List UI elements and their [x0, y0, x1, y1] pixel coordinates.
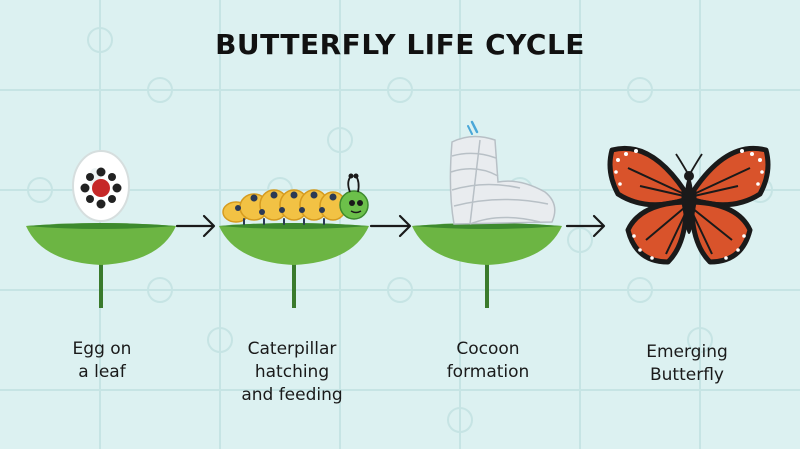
leaf-caterpillar — [219, 223, 369, 308]
stage-label-line: Butterfly — [650, 365, 724, 385]
leaf-cocoon — [412, 223, 562, 308]
stage-label-line: Caterpillar — [247, 339, 337, 359]
arrow-1 — [175, 214, 216, 238]
stage-label-caterpillar: Caterpillar hatching and feeding — [212, 338, 372, 407]
arrow-2 — [369, 214, 412, 238]
stage-label-line: Cocoon — [456, 339, 520, 359]
stage-label-line: Emerging — [646, 342, 728, 362]
arrow-3 — [565, 214, 606, 238]
stage-label-line: Egg on — [72, 339, 132, 359]
egg-icon — [72, 150, 130, 222]
stage-label-line: a leaf — [78, 362, 126, 382]
cocoon-icon — [449, 120, 556, 225]
diagram-title: BUTTERFLY LIFE CYCLE — [215, 28, 585, 61]
stage-label-cocoon: Cocoon formation — [408, 338, 568, 384]
butterfly-icon — [607, 145, 771, 265]
stage-label-line: formation — [446, 362, 530, 382]
stage-label-butterfly: Emerging Butterfly — [607, 341, 767, 387]
stage-label-egg: Egg on a leaf — [22, 338, 182, 384]
leaf-egg — [26, 223, 176, 308]
stage-label-line: hatching — [254, 362, 330, 382]
caterpillar-icon — [222, 173, 369, 225]
stage-label-line: and feeding — [241, 385, 343, 405]
